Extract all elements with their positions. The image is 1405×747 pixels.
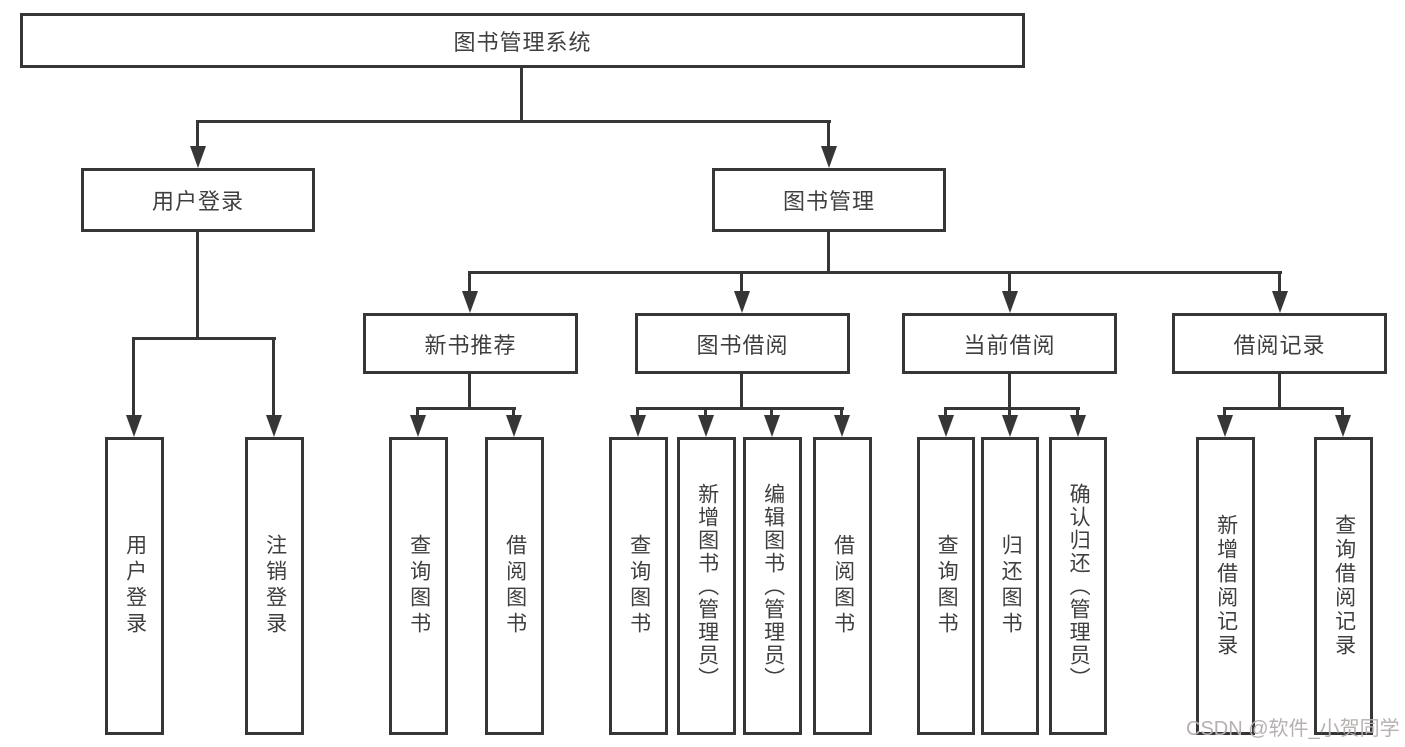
arrowhead-current-borrowing bbox=[1002, 291, 1018, 313]
arrowhead-book-borrowing bbox=[734, 291, 750, 313]
node-borrow-records: 借阅记录 bbox=[1172, 313, 1387, 374]
arrowhead-leaf-user-login bbox=[126, 415, 142, 437]
connector-records-stem bbox=[1278, 374, 1281, 410]
connector-current-stem bbox=[1008, 374, 1011, 410]
node-user-login: 用户登录 bbox=[81, 168, 315, 232]
arrowhead-new-book-recommend bbox=[462, 291, 478, 313]
connector-recommend-rail bbox=[416, 407, 516, 410]
node-new-book-recommend-label: 新书推荐 bbox=[424, 332, 517, 358]
connector-drop-borrowing-query bbox=[636, 407, 639, 419]
connector-drop-records-query bbox=[1341, 407, 1344, 419]
connector-root-rail bbox=[196, 120, 831, 123]
connector-drop-current-query bbox=[944, 407, 947, 419]
connector-records-rail bbox=[1223, 407, 1343, 410]
arrowhead-current-query bbox=[938, 415, 954, 437]
connector-drop-current-confirm bbox=[1076, 407, 1079, 419]
connector-user-login-stem bbox=[196, 232, 199, 340]
csdn-watermark: CSDN @软件_小贺同学 bbox=[1186, 718, 1400, 740]
node-book-borrowing: 图书借阅 bbox=[635, 313, 850, 374]
connector-root-stem bbox=[520, 68, 523, 123]
arrowhead-borrowing-borrow bbox=[834, 415, 850, 437]
leaf-current-query-books: 查询图书 bbox=[917, 437, 975, 735]
node-borrow-records-label: 借阅记录 bbox=[1233, 332, 1326, 358]
connector-user-login-rail bbox=[132, 337, 276, 340]
leaf-borrowing-edit-books-admin-label: 编辑图书（管理员） bbox=[761, 482, 785, 690]
node-library-system: 图书管理系统 bbox=[20, 13, 1025, 68]
leaf-user-login-label: 用户登录 bbox=[123, 534, 147, 638]
node-book-borrowing-label: 图书借阅 bbox=[696, 332, 789, 358]
leaf-borrowing-edit-books-admin: 编辑图书（管理员） bbox=[743, 437, 802, 735]
arrowhead-recommend-query bbox=[410, 415, 426, 437]
arrowhead-current-return bbox=[1002, 415, 1018, 437]
leaf-logout: 注销登录 bbox=[245, 437, 304, 735]
connector-drop-borrowing-add bbox=[704, 407, 707, 419]
arrowhead-borrowing-edit bbox=[764, 415, 780, 437]
connector-drop-borrowing-borrow bbox=[840, 407, 843, 419]
arrowhead-book-management bbox=[821, 146, 837, 168]
leaf-current-return-books: 归还图书 bbox=[981, 437, 1039, 735]
leaf-borrowing-query-books: 查询图书 bbox=[609, 437, 668, 735]
connector-book-management-stem bbox=[827, 232, 830, 274]
leaf-current-confirm-return-admin: 确认归还（管理员） bbox=[1049, 437, 1107, 735]
connector-drop-current-return bbox=[1008, 407, 1011, 419]
arrowhead-user-login bbox=[190, 146, 206, 168]
connector-drop-current-borrowing bbox=[1008, 271, 1011, 295]
node-current-borrowing-label: 当前借阅 bbox=[963, 332, 1056, 358]
connector-drop-user-login bbox=[196, 120, 199, 148]
leaf-borrowing-borrow-books-label: 借阅图书 bbox=[831, 534, 855, 638]
arrowhead-records-query bbox=[1335, 415, 1351, 437]
leaf-user-login: 用户登录 bbox=[105, 437, 164, 735]
node-user-login-label: 用户登录 bbox=[151, 189, 244, 214]
arrowhead-leaf-logout bbox=[266, 415, 282, 437]
leaf-recommend-query-books-label: 查询图书 bbox=[407, 534, 431, 638]
leaf-recommend-borrow-books: 借阅图书 bbox=[485, 437, 544, 735]
node-book-management-label: 图书管理 bbox=[782, 189, 875, 214]
connector-drop-leaf-user-login bbox=[132, 337, 135, 419]
leaf-records-add-record: 新增借阅记录 bbox=[1196, 437, 1255, 735]
connector-drop-borrow-records bbox=[1278, 271, 1281, 295]
node-current-borrowing: 当前借阅 bbox=[902, 313, 1117, 374]
connector-drop-new-book-recommend bbox=[468, 271, 471, 295]
connector-drop-book-management bbox=[827, 120, 830, 148]
leaf-current-query-books-label: 查询图书 bbox=[935, 534, 959, 638]
leaf-current-confirm-return-admin-label: 确认归还（管理员） bbox=[1067, 482, 1091, 690]
leaf-borrowing-borrow-books: 借阅图书 bbox=[813, 437, 872, 735]
connector-drop-recommend-borrow bbox=[512, 407, 515, 419]
arrowhead-recommend-borrow bbox=[506, 415, 522, 437]
leaf-records-query-record: 查询借阅记录 bbox=[1314, 437, 1373, 735]
connector-drop-book-borrowing bbox=[740, 271, 743, 295]
leaf-current-return-books-label: 归还图书 bbox=[999, 534, 1023, 638]
leaf-records-query-record-label: 查询借阅记录 bbox=[1332, 514, 1356, 658]
connector-drop-recommend-query bbox=[416, 407, 419, 419]
leaf-logout-label: 注销登录 bbox=[263, 534, 287, 638]
connector-drop-leaf-logout bbox=[272, 337, 275, 419]
connector-book-management-rail bbox=[468, 271, 1282, 274]
arrowhead-borrowing-add bbox=[698, 415, 714, 437]
arrowhead-current-confirm bbox=[1070, 415, 1086, 437]
leaf-borrowing-add-books-admin-label: 新增图书（管理员） bbox=[695, 482, 719, 690]
arrowhead-borrowing-query bbox=[630, 415, 646, 437]
leaf-records-add-record-label: 新增借阅记录 bbox=[1214, 514, 1238, 658]
leaf-borrowing-add-books-admin: 新增图书（管理员） bbox=[677, 437, 736, 735]
connector-borrowing-rail bbox=[636, 407, 844, 410]
leaf-borrowing-query-books-label: 查询图书 bbox=[627, 534, 651, 638]
connector-drop-borrowing-edit bbox=[770, 407, 773, 419]
node-library-system-label: 图书管理系统 bbox=[453, 29, 592, 55]
connector-recommend-stem bbox=[468, 374, 471, 410]
connector-borrowing-stem bbox=[740, 374, 743, 410]
node-book-management: 图书管理 bbox=[712, 168, 946, 232]
connector-drop-records-add bbox=[1223, 407, 1226, 419]
connector-current-rail bbox=[944, 407, 1080, 410]
arrowhead-borrow-records bbox=[1272, 291, 1288, 313]
leaf-recommend-query-books: 查询图书 bbox=[389, 437, 448, 735]
node-new-book-recommend: 新书推荐 bbox=[363, 313, 578, 374]
arrowhead-records-add bbox=[1217, 415, 1233, 437]
leaf-recommend-borrow-books-label: 借阅图书 bbox=[503, 534, 527, 638]
